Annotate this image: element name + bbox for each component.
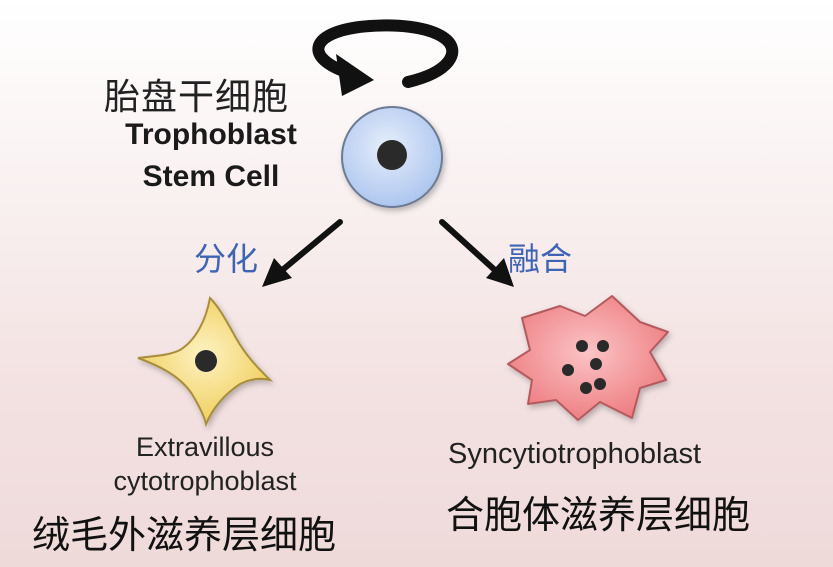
stem-cell-label-zh: 胎盘干细胞 xyxy=(104,77,290,118)
stem-cell-nucleus xyxy=(377,140,407,170)
stem-cell-label-en: Trophoblast Stem Cell xyxy=(96,114,326,198)
fusion-arrow xyxy=(439,219,514,287)
syncytio-label-en: Syncytiotrophoblast xyxy=(448,438,702,470)
self-renewal-arrow xyxy=(312,19,459,96)
extravillous-label-en-line2: cytotrophoblast xyxy=(113,466,297,496)
stem-cell-label-en-line1: Trophoblast xyxy=(125,118,297,151)
extravillous-nucleus xyxy=(195,350,217,372)
extravillous-cytotrophoblast-cell xyxy=(137,295,274,428)
differentiation-arrow xyxy=(262,219,343,287)
syncytio-label-zh: 合胞体滋养层细胞 xyxy=(446,493,751,537)
differentiation-label: 分化 xyxy=(194,240,259,278)
syncytiotrophoblast-cell xyxy=(507,295,669,421)
stem-cell-label-en-line2: Stem Cell xyxy=(142,160,280,193)
extravillous-label-zh: 绒毛外滋养层细胞 xyxy=(32,513,337,557)
extravillous-label-en: Extravillous cytotrophoblast xyxy=(70,430,340,498)
extravillous-label-en-line1: Extravillous xyxy=(135,432,275,462)
trophoblast-stem-cell xyxy=(341,106,443,208)
fusion-label: 融合 xyxy=(508,240,573,278)
